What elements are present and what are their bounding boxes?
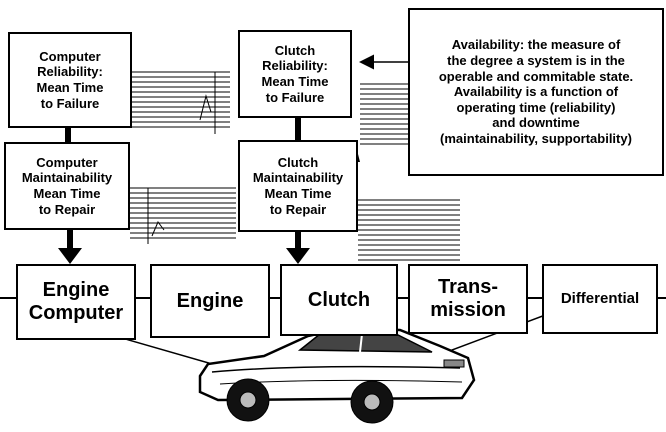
computer-reliability-box: Computer Reliability: Mean Time to Failu… [8, 32, 132, 128]
computer-arrowhead [58, 248, 82, 264]
reliability-chart-sheet-computer [130, 71, 230, 134]
sedan-car-icon [198, 328, 476, 424]
maintainability-chart-sheet-clutch [358, 199, 460, 261]
chain-engine: Engine [150, 264, 270, 338]
chain-clutch: Clutch [280, 264, 398, 336]
clutch-maintainability-box: Clutch Maintainability Mean Time to Repa… [238, 140, 358, 232]
chain-differential: Differential [542, 264, 658, 334]
clutch-arrowhead [286, 248, 310, 264]
computer-maintainability-box: Computer Maintainability Mean Time to Re… [4, 142, 130, 230]
chain-transmission: Trans- mission [408, 264, 528, 334]
chain-engine-computer: Engine Computer [16, 264, 136, 340]
maintainability-chart-sheet-computer [130, 187, 236, 244]
availability-note-box: Availability: the measure of the degree … [408, 8, 664, 176]
clutch-reliability-box: Clutch Reliability: Mean Time to Failure [238, 30, 352, 118]
